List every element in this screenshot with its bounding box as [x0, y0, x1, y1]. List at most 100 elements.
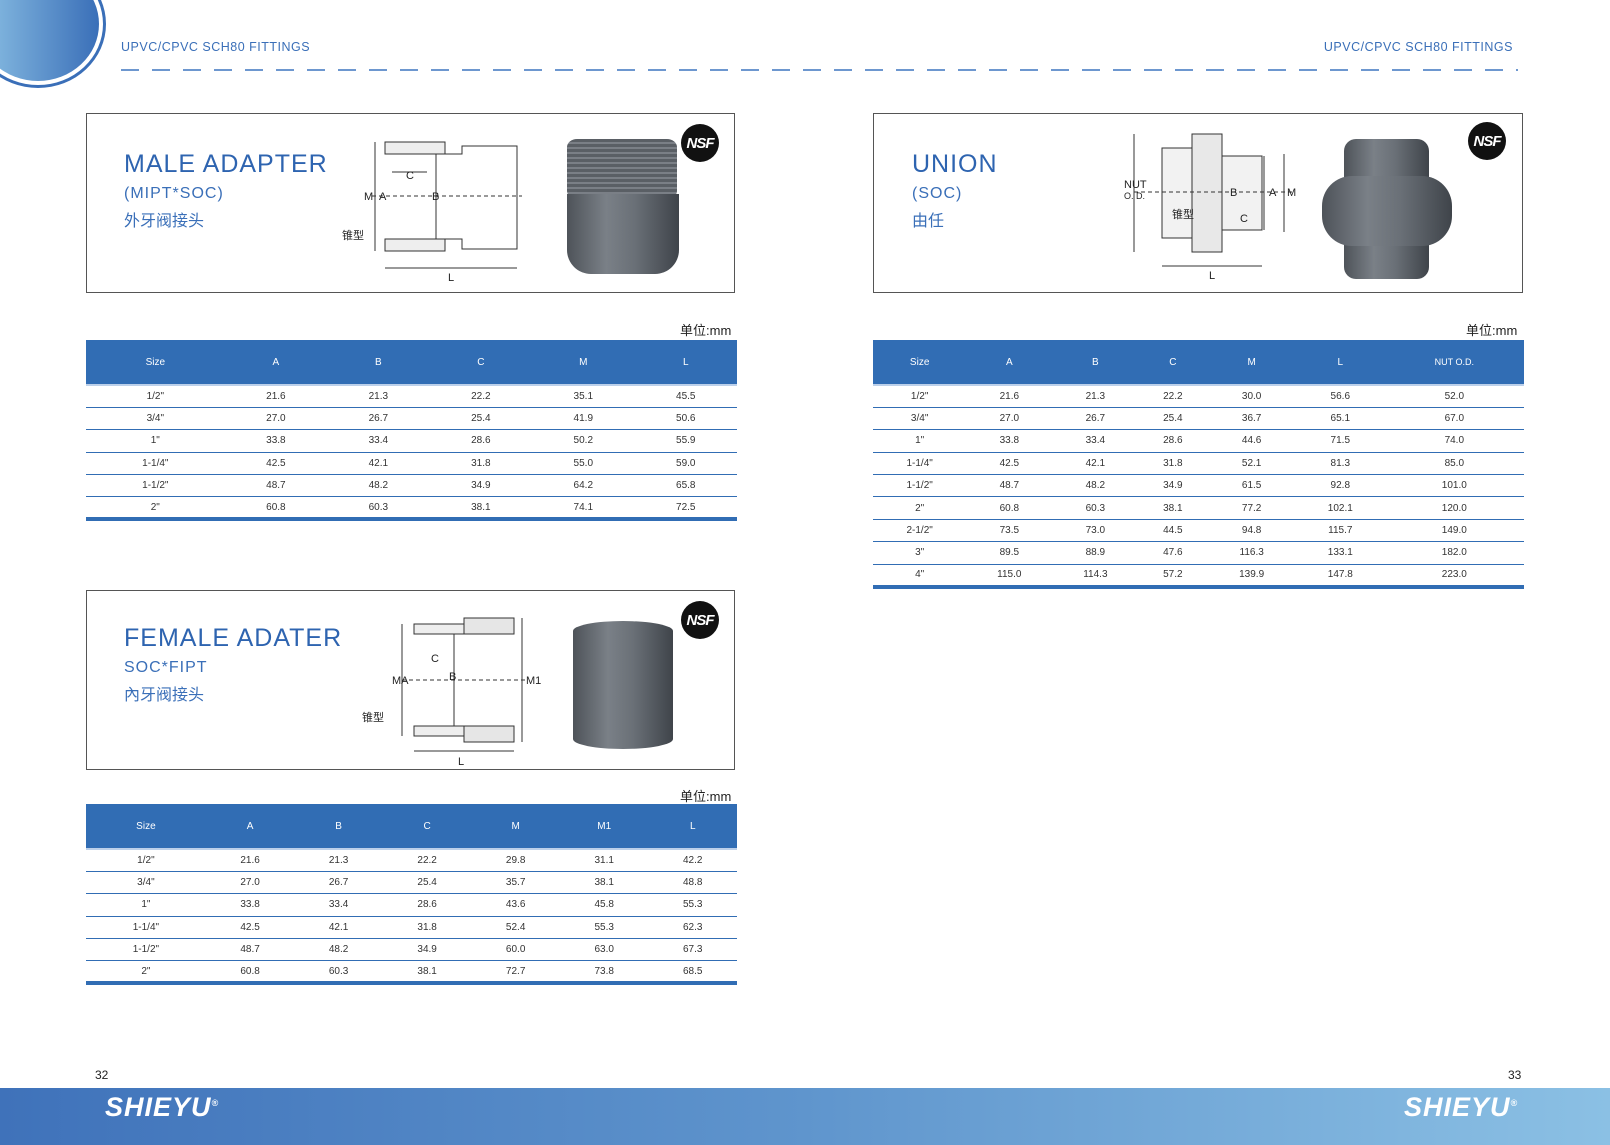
svg-text:M: M — [364, 191, 373, 203]
table-cell: 89.5 — [966, 541, 1053, 565]
column-header: M — [532, 340, 635, 386]
table-cell: 3" — [873, 541, 967, 565]
table-cell: 25.4 — [429, 407, 533, 431]
table-cell: 92.8 — [1295, 474, 1385, 498]
table-cell: 1/2" — [86, 849, 206, 872]
column-header: NUT O.D. — [1384, 340, 1524, 386]
footer-bar — [0, 1088, 1610, 1145]
svg-text:NUT: NUT — [1124, 179, 1147, 191]
table-cell: 3/4" — [86, 407, 225, 431]
table-cell: 120.0 — [1384, 496, 1524, 520]
table-cell: 4" — [873, 564, 967, 589]
table-cell: 55.0 — [532, 452, 635, 476]
table-cell: 55.3 — [559, 916, 649, 940]
brand-emblem — [0, 0, 106, 88]
table-cell: 21.3 — [327, 385, 430, 408]
table-cell: 63.0 — [559, 938, 649, 962]
table-cell: 44.6 — [1207, 429, 1296, 453]
table-cell: 133.1 — [1295, 541, 1385, 565]
table-cell: 26.7 — [327, 407, 430, 431]
column-header: Size — [86, 340, 225, 386]
table-cell: 1-1/4" — [86, 452, 225, 476]
svg-text:L: L — [1209, 270, 1215, 282]
table-cell: 33.8 — [224, 429, 328, 453]
table-cell: 2-1/2" — [873, 519, 967, 543]
table-cell: 29.8 — [471, 849, 560, 872]
table-cell: 35.1 — [532, 385, 635, 408]
table-cell: 3/4" — [873, 407, 967, 431]
table-cell: 1/2" — [86, 385, 225, 408]
table-cell: 42.1 — [294, 916, 383, 940]
table-cell: 22.2 — [382, 849, 472, 872]
svg-text:L: L — [448, 272, 454, 284]
table-cell: 2" — [86, 960, 206, 986]
svg-text:C: C — [431, 653, 439, 665]
svg-text:锥型: 锥型 — [362, 710, 384, 724]
table-cell: 115.7 — [1295, 519, 1385, 543]
table-cell: 48.8 — [648, 871, 737, 895]
table-cell: 38.1 — [1138, 496, 1208, 520]
nsf-logo: NSF — [1468, 122, 1506, 160]
svg-text:M: M — [1287, 187, 1296, 199]
table-cell: 21.6 — [966, 385, 1053, 408]
product-photo — [567, 139, 677, 199]
header-left: UPVC/CPVC SCH80 FITTINGS — [121, 40, 311, 54]
table-cell: 3/4" — [86, 871, 206, 895]
table-cell: 25.4 — [1138, 407, 1208, 431]
table-cell: 27.0 — [966, 407, 1053, 431]
svg-text:A: A — [1269, 187, 1277, 199]
table-cell: 52.0 — [1384, 385, 1524, 408]
table-cell: 60.3 — [294, 960, 383, 986]
table-cell: 28.6 — [429, 429, 533, 453]
svg-text:B: B — [432, 191, 439, 203]
table-cell: 1/2" — [873, 385, 967, 408]
product-title: FEMALE ADATER — [124, 624, 343, 652]
brand-logo-right: SHIEYU® — [1404, 1092, 1519, 1122]
product-photo — [573, 621, 673, 749]
table-cell: 116.3 — [1207, 541, 1296, 565]
table-cell: 85.0 — [1384, 452, 1524, 476]
table-cell: 77.2 — [1207, 496, 1296, 520]
table-cell: 52.1 — [1207, 452, 1296, 476]
table-cell: 34.9 — [429, 474, 533, 498]
table-cell: 72.7 — [471, 960, 560, 986]
table-cell: 74.1 — [532, 496, 635, 522]
table-cell: 65.8 — [634, 474, 737, 498]
table-cell: 88.9 — [1052, 541, 1139, 565]
column-header: B — [1052, 340, 1139, 386]
table-cell: 26.7 — [294, 871, 383, 895]
table-cell: 34.9 — [382, 938, 472, 962]
page-number-left: 32 — [95, 1068, 109, 1082]
table-cell: 102.1 — [1295, 496, 1385, 520]
column-header: C — [429, 340, 533, 386]
product-name-cn: 外牙阀接头 — [124, 213, 205, 230]
svg-text:锥型: 锥型 — [342, 228, 364, 242]
table-cell: 67.0 — [1384, 407, 1524, 431]
table-cell: 28.6 — [382, 893, 472, 917]
table-cell: 30.0 — [1207, 385, 1296, 408]
table-cell: 28.6 — [1138, 429, 1208, 453]
table-cell: 2" — [873, 496, 967, 520]
table-cell: 43.6 — [471, 893, 560, 917]
table-cell: 50.6 — [634, 407, 737, 431]
table-cell: 101.0 — [1384, 474, 1524, 498]
table-cell: 42.1 — [1052, 452, 1139, 476]
svg-text:B: B — [1230, 187, 1237, 199]
column-header: B — [294, 804, 383, 850]
table-cell: 21.6 — [224, 385, 328, 408]
table-cell: 35.7 — [471, 871, 560, 895]
table-cell: 21.3 — [1052, 385, 1139, 408]
table-cell: 1" — [86, 429, 225, 453]
brand-logo-left: SHIEYU® — [105, 1092, 220, 1122]
